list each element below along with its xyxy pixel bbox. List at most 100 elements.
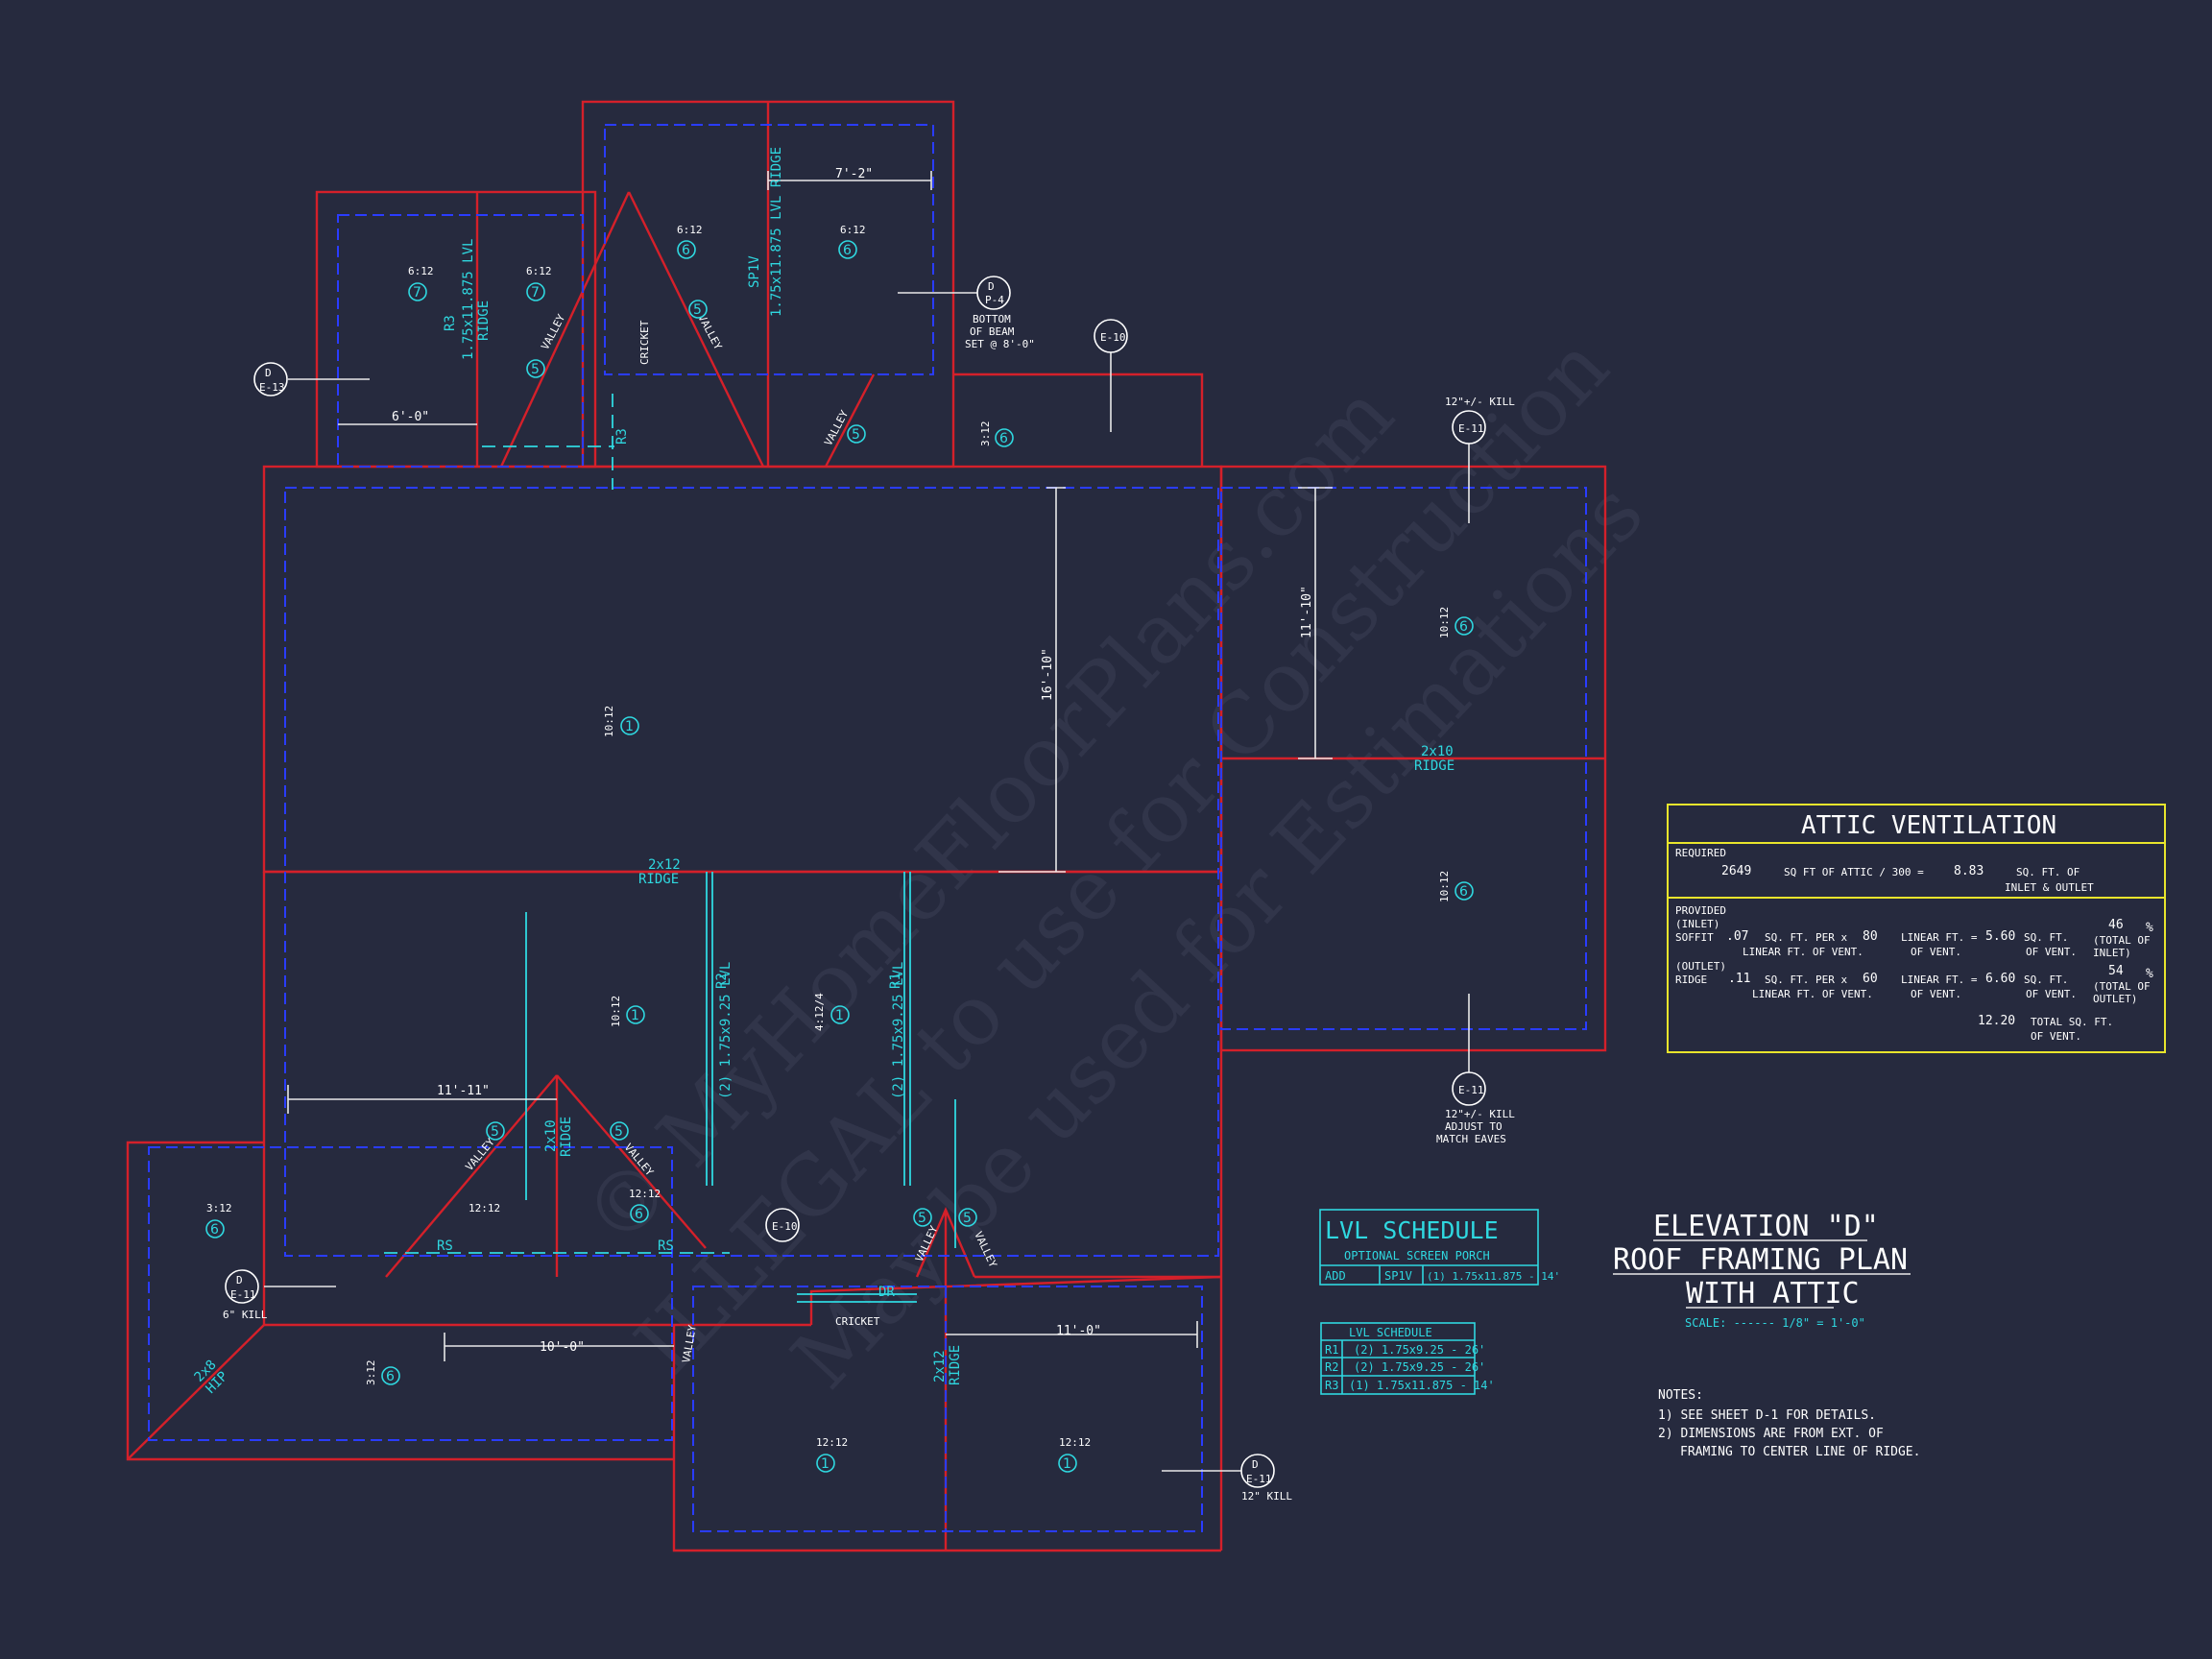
title-line3: WITH ATTIC (1686, 1277, 1860, 1310)
pitch-markers: 6:12 7 6:12 7 6:12 6 6:12 6 5 5 5 6 3:12… (205, 224, 1474, 1473)
lvl-schedule-porch: LVL SCHEDULE OPTIONAL SCREEN PORCH ADD S… (1319, 1209, 1560, 1286)
svg-text:10:12: 10:12 (603, 706, 615, 737)
svg-text:12:12: 12:12 (469, 1202, 500, 1214)
svg-text:12:12: 12:12 (816, 1436, 848, 1449)
svg-text:1: 1 (835, 1008, 844, 1023)
svg-text:E-11: E-11 (1246, 1473, 1272, 1485)
svg-text:R3: R3 (1325, 1379, 1338, 1392)
svg-text:(2) 1.75x9.25 LVL: (2) 1.75x9.25 LVL (718, 962, 733, 1099)
svg-text:1: 1 (625, 719, 634, 734)
notes: NOTES: 1) SEE SHEET D-1 FOR DETAILS. 2) … (1658, 1388, 1920, 1459)
svg-text:7: 7 (413, 285, 421, 301)
svg-text:OF VENT.: OF VENT. (2026, 988, 2077, 1000)
dimension-text: 7'-2" 6'-0" 16'-10" 11'-10" 11'-11" 10'-… (392, 167, 1314, 1355)
svg-text:(1) 1.75x11.875 - 14': (1) 1.75x11.875 - 14' (1349, 1379, 1495, 1392)
svg-text:R1: R1 (1325, 1343, 1338, 1357)
svg-text:5: 5 (614, 1124, 623, 1140)
svg-text:2x12: 2x12 (932, 1350, 948, 1382)
svg-text:D: D (1252, 1458, 1259, 1471)
svg-text:E-11: E-11 (1458, 1084, 1484, 1096)
svg-text:6.60: 6.60 (1985, 972, 2015, 986)
svg-text:R3: R3 (614, 428, 630, 445)
svg-text:10:12: 10:12 (1438, 871, 1451, 902)
svg-text:E-11: E-11 (1458, 422, 1484, 435)
svg-text:1) SEE SHEET D-1 FOR DETAILS.: 1) SEE SHEET D-1 FOR DETAILS. (1658, 1408, 1876, 1423)
lvl-beams (384, 394, 956, 1303)
title-line2: ROOF FRAMING PLAN (1613, 1243, 1908, 1277)
wall-outline (148, 124, 1587, 1532)
lvl-schedule: LVL SCHEDULE R1 (2) 1.75x9.25 - 26' R2 (… (1320, 1322, 1495, 1395)
svg-text:R2: R2 (714, 973, 730, 989)
svg-text:80: 80 (1863, 929, 1878, 944)
svg-text:1.75x11.875 LVL: 1.75x11.875 LVL (461, 239, 476, 360)
svg-text:E-10: E-10 (1100, 331, 1126, 344)
svg-text:OF VENT.: OF VENT. (2031, 1030, 2081, 1043)
svg-text:3:12: 3:12 (365, 1360, 377, 1386)
svg-text:SET @ 8'-0": SET @ 8'-0" (965, 338, 1035, 350)
attic-ventilation-table: ATTIC VENTILATION REQUIRED 2649 SQ FT OF… (1667, 804, 2166, 1053)
svg-text:BOTTOM: BOTTOM (973, 313, 1011, 325)
svg-text:D: D (988, 280, 995, 293)
svg-text:INLET): INLET) (2093, 947, 2131, 959)
svg-text:LINEAR FT. =: LINEAR FT. = (1901, 974, 1978, 986)
svg-text:10:12: 10:12 (610, 996, 622, 1027)
svg-text:ADJUST TO: ADJUST TO (1445, 1120, 1503, 1133)
svg-text:6: 6 (1459, 619, 1468, 635)
svg-text:6: 6 (210, 1222, 219, 1238)
svg-text:DR: DR (878, 1285, 895, 1300)
section-markers: D E-13 D P-4 E-10 E-11 E-11 D E-11 D E-1… (225, 276, 1486, 1488)
svg-text:(2) 1.75x9.25 LVL: (2) 1.75x9.25 LVL (891, 962, 906, 1099)
svg-text:6" KILL: 6" KILL (223, 1309, 268, 1321)
svg-text:E-10: E-10 (772, 1220, 798, 1233)
svg-text:10:12: 10:12 (1438, 607, 1451, 638)
svg-text:(INLET): (INLET) (1675, 918, 1719, 930)
dimension-lines (264, 171, 1470, 1472)
svg-text:R1: R1 (888, 973, 903, 989)
svg-text:R2: R2 (1325, 1360, 1338, 1374)
svg-text:LVL SCHEDULE: LVL SCHEDULE (1349, 1326, 1432, 1339)
svg-text:6:12: 6:12 (408, 265, 434, 277)
svg-text:RIDGE: RIDGE (1675, 974, 1707, 986)
svg-text:7: 7 (531, 285, 540, 301)
svg-text:LINEAR FT. OF VENT.: LINEAR FT. OF VENT. (1743, 946, 1863, 958)
svg-text:6: 6 (386, 1369, 395, 1384)
svg-text:1: 1 (821, 1456, 830, 1472)
svg-text:FRAMING TO CENTER LINE OF RIDG: FRAMING TO CENTER LINE OF RIDGE. (1680, 1445, 1920, 1459)
svg-text:LINEAR FT. =: LINEAR FT. = (1901, 931, 1978, 944)
svg-text:11'-10": 11'-10" (1300, 586, 1314, 638)
svg-text:(2) 1.75x9.25 - 26': (2) 1.75x9.25 - 26' (1354, 1360, 1485, 1374)
svg-text:6:12: 6:12 (677, 224, 703, 236)
svg-text:P-4: P-4 (985, 294, 1004, 306)
svg-text:2x10: 2x10 (1421, 744, 1454, 759)
svg-text:CRICKET: CRICKET (835, 1315, 880, 1328)
svg-text:SQ. FT. PER x: SQ. FT. PER x (1765, 974, 1847, 986)
svg-text:(2) 1.75x9.25 - 26': (2) 1.75x9.25 - 26' (1354, 1343, 1485, 1357)
svg-text:VALLEY: VALLEY (463, 1136, 497, 1173)
svg-text:OF BEAM: OF BEAM (970, 325, 1015, 338)
svg-text:5: 5 (852, 427, 860, 443)
svg-text:16'-10": 16'-10" (1041, 648, 1055, 701)
svg-text:2) DIMENSIONS ARE FROM EXT. O: 2) DIMENSIONS ARE FROM EXT. OF (1658, 1427, 1884, 1441)
svg-text:.07: .07 (1726, 929, 1748, 944)
svg-text:OF VENT.: OF VENT. (2026, 946, 2077, 958)
scale-label: SCALE: ------ 1/8" = 1'-0" (1685, 1316, 1865, 1330)
svg-text:6:12: 6:12 (526, 265, 552, 277)
svg-text:.11: .11 (1728, 972, 1750, 986)
svg-text:6: 6 (635, 1207, 643, 1222)
svg-text:5: 5 (491, 1124, 499, 1140)
svg-text:5: 5 (963, 1211, 972, 1226)
svg-text:SP1V: SP1V (1384, 1269, 1412, 1283)
svg-text:1: 1 (1063, 1456, 1071, 1472)
svg-text:LVL SCHEDULE: LVL SCHEDULE (1325, 1216, 1499, 1244)
svg-text:(TOTAL OF: (TOTAL OF (2093, 934, 2151, 947)
svg-text:6:12: 6:12 (840, 224, 866, 236)
svg-text:RIDGE: RIDGE (948, 1345, 963, 1385)
svg-text:7'-2": 7'-2" (835, 167, 873, 181)
svg-text:RS: RS (658, 1238, 674, 1254)
svg-text:PROVIDED: PROVIDED (1675, 904, 1726, 917)
svg-text:SQ. FT.: SQ. FT. (2024, 974, 2068, 986)
svg-text:1: 1 (631, 1008, 639, 1023)
svg-text:SQ. FT.: SQ. FT. (2024, 931, 2068, 944)
svg-text:4:12/4: 4:12/4 (813, 993, 826, 1031)
